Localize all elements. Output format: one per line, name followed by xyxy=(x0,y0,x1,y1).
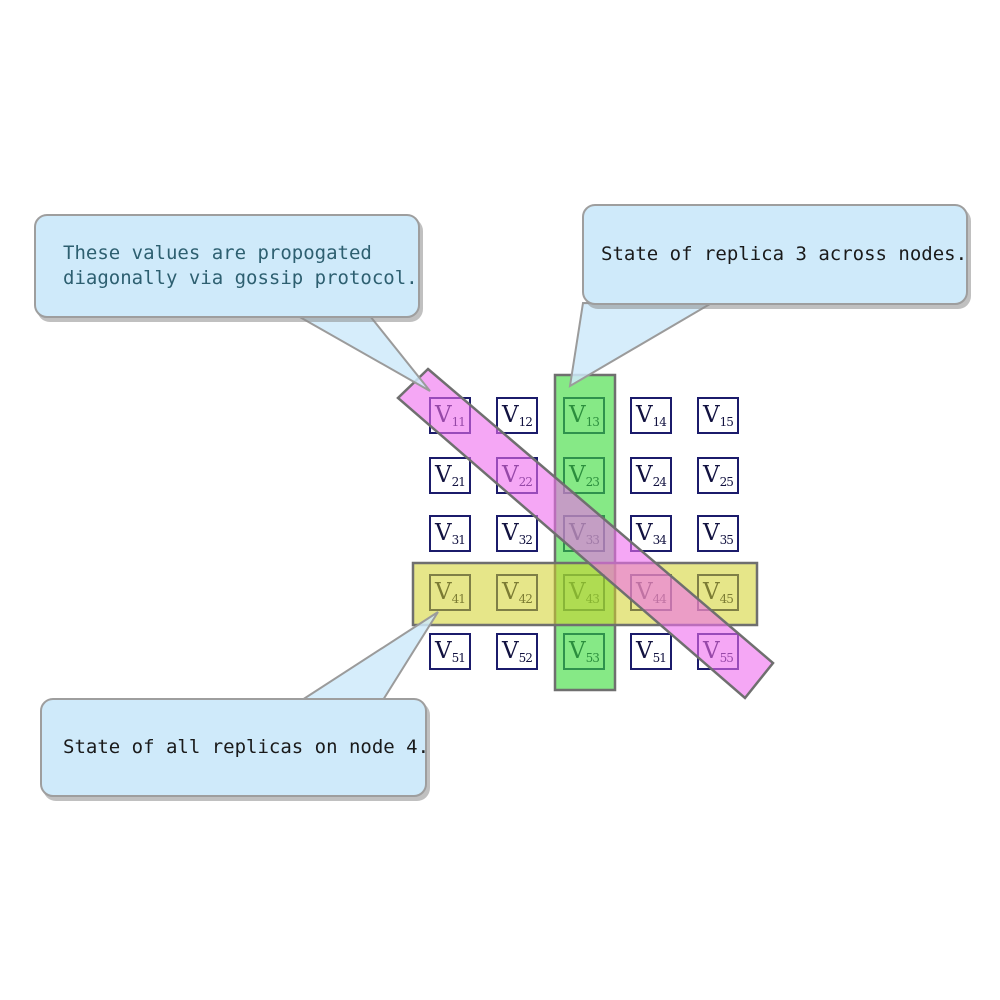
cell-subscript: 44 xyxy=(652,592,667,606)
cell-subscript: 51 xyxy=(652,651,667,665)
cell-letter: V xyxy=(636,579,653,605)
cell-letter: V xyxy=(636,462,653,488)
cell-letter: V xyxy=(569,638,586,664)
cell-letter: V xyxy=(502,462,519,488)
cell-subscript: 21 xyxy=(451,475,466,489)
cell-letter: V xyxy=(435,402,452,428)
cell-letter: V xyxy=(703,520,720,546)
cell-subscript: 13 xyxy=(585,415,600,429)
cell-subscript: 32 xyxy=(518,533,533,547)
cell-letter: V xyxy=(502,520,519,546)
callout-gossip-line1: These values are propogated xyxy=(63,242,372,264)
cell-subscript: 52 xyxy=(518,651,533,665)
cell-subscript: 35 xyxy=(719,533,734,547)
callout-replica-line1: State of replica 3 across nodes. xyxy=(601,243,968,265)
cell-letter: V xyxy=(703,638,720,664)
cell-subscript: 14 xyxy=(652,415,667,429)
cell-letter: V xyxy=(569,520,586,546)
cell-subscript: 22 xyxy=(518,475,533,489)
cell-letter: V xyxy=(703,462,720,488)
cell-subscript: 41 xyxy=(451,592,466,606)
cell-letter: V xyxy=(569,402,586,428)
cell-letter: V xyxy=(636,520,653,546)
cell-subscript: 31 xyxy=(451,533,466,547)
cell-letter: V xyxy=(703,402,720,428)
cell-subscript: 53 xyxy=(585,651,600,665)
cell-subscript: 51 xyxy=(451,651,466,665)
cell-subscript: 24 xyxy=(652,475,667,489)
cell-subscript: 55 xyxy=(719,651,734,665)
cell-letter: V xyxy=(502,579,519,605)
cell-letter: V xyxy=(703,579,720,605)
cell-subscript: 23 xyxy=(585,475,600,489)
cell-subscript: 15 xyxy=(719,415,734,429)
callout-gossip-protocol: These values are propogated diagonally v… xyxy=(34,214,420,318)
callout-tail-replica xyxy=(568,301,714,388)
cell-letter: V xyxy=(636,402,653,428)
cell-subscript: 25 xyxy=(719,475,734,489)
cell-letter: V xyxy=(435,520,452,546)
callout-node-line1: State of all replicas on node 4. xyxy=(63,736,430,758)
cell-subscript: 42 xyxy=(518,592,533,606)
callout-replica-3: State of replica 3 across nodes. xyxy=(582,204,968,305)
cell-subscript: 43 xyxy=(585,592,600,606)
cell-subscript: 34 xyxy=(652,533,667,547)
cell-letter: V xyxy=(636,638,653,664)
callout-tail-node xyxy=(298,611,439,701)
cell-letter: V xyxy=(435,462,452,488)
callout-node-4: State of all replicas on node 4. xyxy=(40,698,430,797)
callout-gossip-line2: diagonally via gossip protocol. xyxy=(63,267,418,289)
cell-letter: V xyxy=(435,638,452,664)
cell-letter: V xyxy=(569,579,586,605)
cell-letter: V xyxy=(435,579,452,605)
cell-subscript: 12 xyxy=(518,415,533,429)
callout-tail-gossip xyxy=(294,315,431,392)
cell-letter: V xyxy=(502,402,519,428)
cell-letter: V xyxy=(569,462,586,488)
cell-subscript: 33 xyxy=(585,533,600,547)
cell-subscript: 45 xyxy=(719,592,734,606)
cell-letter: V xyxy=(502,638,519,664)
cell-subscript: 11 xyxy=(451,415,466,429)
